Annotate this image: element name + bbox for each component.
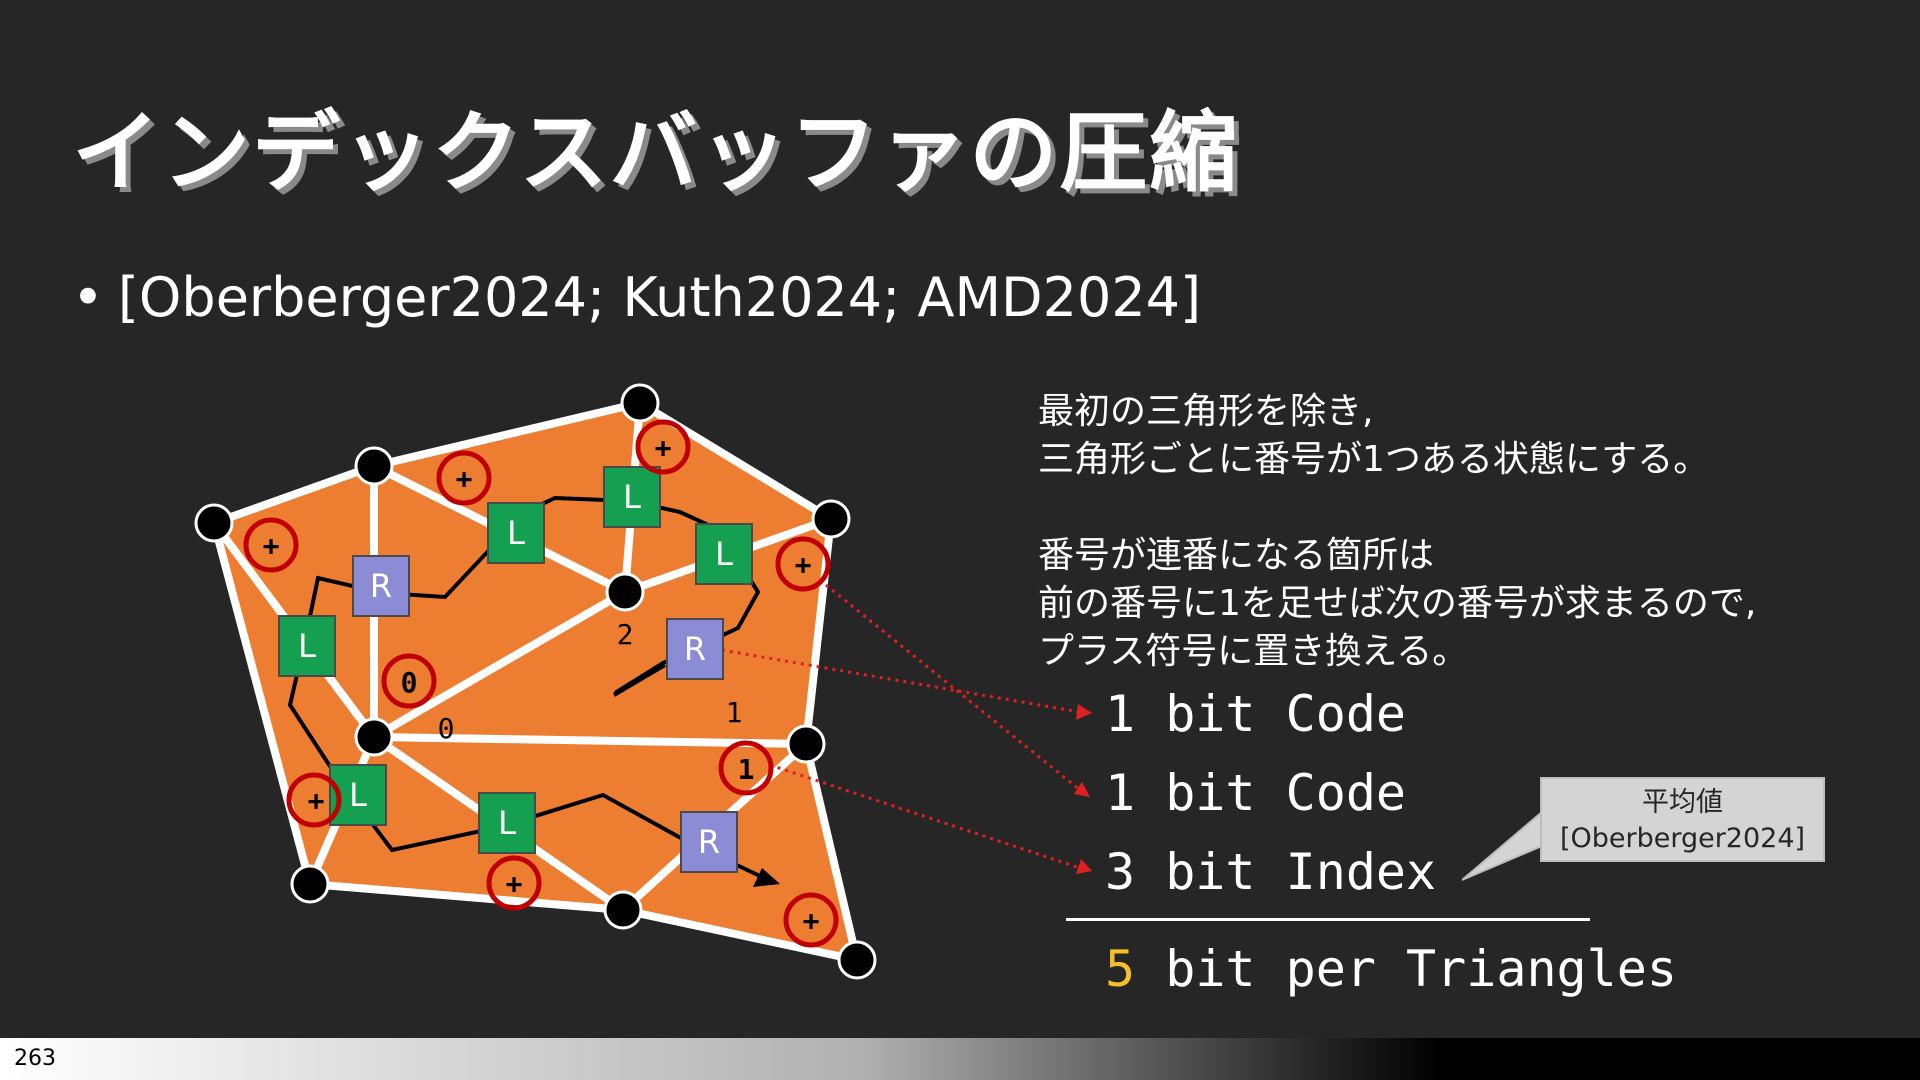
total-bits-number: 5: [1105, 940, 1136, 998]
reference-text: [Oberberger2024; Kuth2024; AMD2024]: [117, 266, 1202, 329]
note-line-3: 番号が連番になる箇所は: [1038, 535, 1435, 576]
l-label: L: [349, 776, 367, 814]
encoding-row-code-2: 1 bit Code: [1105, 764, 1407, 822]
encoding-total: 5 bit per Triangles: [1105, 940, 1677, 998]
plus-circle: [243, 517, 299, 573]
l-label: L: [623, 478, 641, 516]
plus-circle: [783, 892, 839, 948]
right-turn-box: [352, 555, 410, 617]
plus-circle: [286, 772, 342, 828]
note-line-4: 前の番号に1を足せば次の番号が求まるので,: [1038, 583, 1757, 624]
left-turn-box: [487, 502, 545, 564]
vertex: [354, 446, 394, 486]
plus-sign: +: [803, 904, 820, 937]
left-turn-box: [478, 792, 536, 854]
mapping-arrows: [721, 583, 1081, 870]
vertex: [811, 499, 851, 539]
l-label: L: [507, 514, 525, 552]
reference-bullet: •[Oberberger2024; Kuth2024; AMD2024]: [72, 266, 1201, 329]
plus-circle: [436, 450, 492, 506]
page-number: 263: [14, 1046, 56, 1071]
r-label: R: [698, 823, 720, 861]
plus-circle: [486, 855, 542, 911]
vertex-number: 1: [726, 696, 743, 729]
left-turn-box: [603, 466, 661, 528]
vertex: [786, 724, 826, 764]
strip-arrowhead-icon: [753, 868, 780, 887]
total-bits-label: bit per Triangles: [1135, 940, 1677, 998]
note-line-2: 三角形ごとに番号が1つある状態にする。: [1038, 439, 1710, 480]
right-turn-box: [666, 618, 724, 680]
left-turn-box: [278, 615, 336, 677]
index-circle: [718, 740, 774, 796]
encoding-row-index: 3 bit Index: [1105, 843, 1437, 901]
l-label: L: [498, 804, 516, 842]
r-label: R: [370, 567, 392, 605]
note-line-1: 最初の三角形を除き,: [1038, 391, 1374, 432]
bullet-dot-icon: •: [72, 266, 104, 329]
arrowhead-icon: [1076, 704, 1092, 720]
index-number: 1: [738, 753, 755, 786]
plus-circle: [775, 536, 831, 592]
strip-path: [287, 639, 761, 878]
vertex-number: 0: [438, 712, 455, 745]
note-line-5: プラス符号に置き換える。: [1038, 631, 1469, 672]
plus-sign: +: [655, 431, 672, 464]
plus-sign: +: [506, 867, 523, 900]
sum-divider: [1066, 918, 1590, 921]
plus-sign: +: [308, 784, 325, 817]
mapping-arrow: [825, 583, 1081, 792]
vertex-number: 2: [617, 618, 634, 651]
mesh-edge: [370, 588, 629, 741]
vertex: [620, 383, 660, 423]
average-callout: 平均値 [Oberberger2024]: [1540, 777, 1825, 862]
arrowhead-icon: [1076, 859, 1092, 874]
vertex: [603, 890, 643, 930]
vertex: [605, 572, 645, 612]
footer-bar: 263: [0, 1038, 1920, 1080]
l-label: L: [715, 535, 733, 573]
encoding-row-code-1: 1 bit Code: [1105, 685, 1407, 743]
plus-circle: [635, 419, 691, 475]
left-turn-box: [695, 523, 753, 585]
plus-sign: +: [456, 462, 473, 495]
mesh-edge: [370, 733, 810, 748]
vertex: [290, 864, 330, 904]
index-circle: [381, 653, 437, 709]
r-label: R: [684, 630, 706, 668]
vertex: [194, 503, 234, 543]
callout-title: 平均値: [1642, 787, 1723, 818]
right-turn-box: [680, 811, 738, 873]
callout-reference: [Oberberger2024]: [1559, 823, 1806, 854]
plus-sign: +: [795, 548, 812, 581]
index-number: 0: [401, 666, 418, 699]
arrowhead-icon: [1074, 782, 1090, 797]
vertex-pointer: [612, 663, 667, 697]
mapping-arrow: [769, 763, 1081, 870]
vertex: [837, 940, 877, 980]
plus-sign: +: [263, 529, 280, 562]
callout-tail-icon: [1462, 812, 1543, 881]
vertex: [354, 717, 394, 757]
slide-title: インデックスバッファの圧縮: [72, 101, 1240, 204]
l-label: L: [298, 627, 316, 665]
